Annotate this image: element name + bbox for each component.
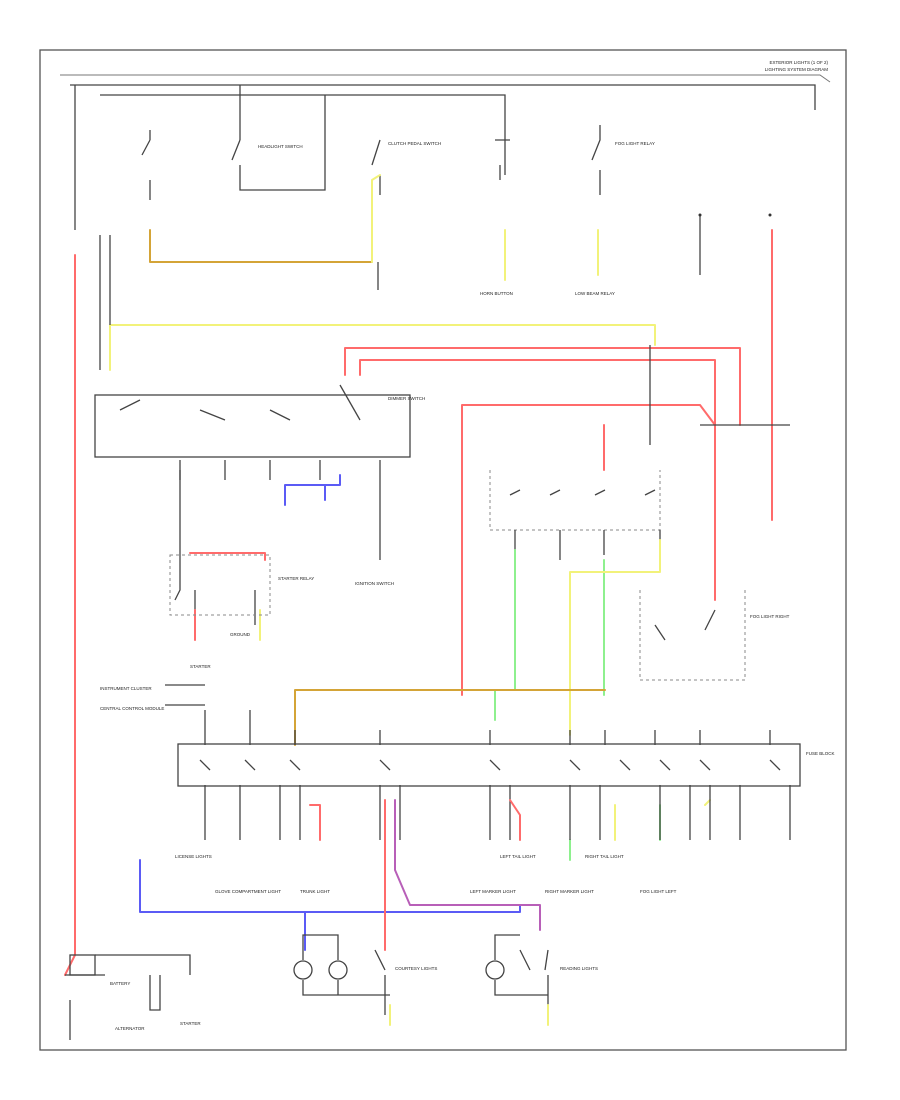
- yellow-wire-center: [569, 539, 661, 736]
- red-wire-mid-2: [359, 359, 716, 601]
- starter-relay-label: STARTER RELAY: [278, 576, 314, 581]
- right-tail-label: RIGHT TAIL LIGHT: [585, 854, 624, 859]
- fuse-block-label: FUSE BLOCK: [806, 751, 835, 756]
- low-beam-label: LOW BEAM RELAY: [575, 291, 615, 296]
- fog-right-label: FOG LIGHT RIGHT: [750, 614, 790, 619]
- purple-wire: [394, 799, 541, 931]
- headlight-switch-box-label: DIMMER SWITCH: [388, 396, 425, 401]
- glove-box-label: GLOVE COMPARTMENT LIGHT: [215, 889, 281, 894]
- license-lamp-label: LICENSE LIGHTS: [175, 854, 212, 859]
- green-wire-1: [494, 549, 516, 721]
- central-control-label: CENTRAL CONTROL MODULE: [100, 706, 164, 711]
- headlight-switch-label: HEADLIGHT SWITCH: [258, 144, 303, 149]
- courtesy-label: COURTESY LIGHTS: [395, 966, 437, 971]
- blue-wire-top: [284, 474, 341, 506]
- orange-wire-mid: [294, 689, 606, 746]
- marker-right-label: RIGHT MARKER LIGHT: [545, 889, 594, 894]
- blue-wire-bottom: [139, 859, 521, 913]
- red-starter-wire: [189, 552, 266, 561]
- ground-label: GROUND: [230, 632, 251, 637]
- orange-wire-top: [149, 229, 373, 263]
- header-line-2: LIGHTING SYSTEM DIAGRAM: [765, 67, 829, 72]
- red-wire-mid-1: [344, 347, 741, 426]
- trunk-light-label: TRUNK LIGHT: [300, 889, 330, 894]
- battery-label: BATTERY: [110, 981, 130, 986]
- header-line-1: EXTERIOR LIGHTS (1 OF 2): [769, 60, 828, 65]
- red-wire-left: [64, 254, 76, 976]
- marker-left-label: LEFT MARKER LIGHT: [470, 889, 516, 894]
- fog-relay-label: FOG LIGHT RELAY: [615, 141, 655, 146]
- ignition-switch-label: IGNITION SWITCH: [355, 581, 394, 586]
- red-wire-mid-3: [461, 404, 716, 696]
- yellow-wire-top: [371, 174, 381, 263]
- diagram-frame: [39, 49, 847, 1051]
- alternator-label: ALTERNATOR: [115, 1026, 145, 1031]
- clutch-switch-label: CLUTCH PEDAL SWITCH: [388, 141, 441, 146]
- fog-left-label: FOG LIGHT LEFT: [640, 889, 677, 894]
- instrument-cluster-label: INSTRUMENT CLUSTER: [100, 686, 152, 691]
- starter-label: STARTER: [190, 664, 211, 669]
- fuse-block: [177, 743, 801, 787]
- left-tail-label: LEFT TAIL LIGHT: [500, 854, 536, 859]
- horn-button-label: HORN BUTTON: [480, 291, 513, 296]
- starter-bottom-label: STARTER: [180, 1021, 201, 1026]
- yellow-wire-mid: [109, 324, 656, 371]
- reading-label: READING LIGHTS: [560, 966, 598, 971]
